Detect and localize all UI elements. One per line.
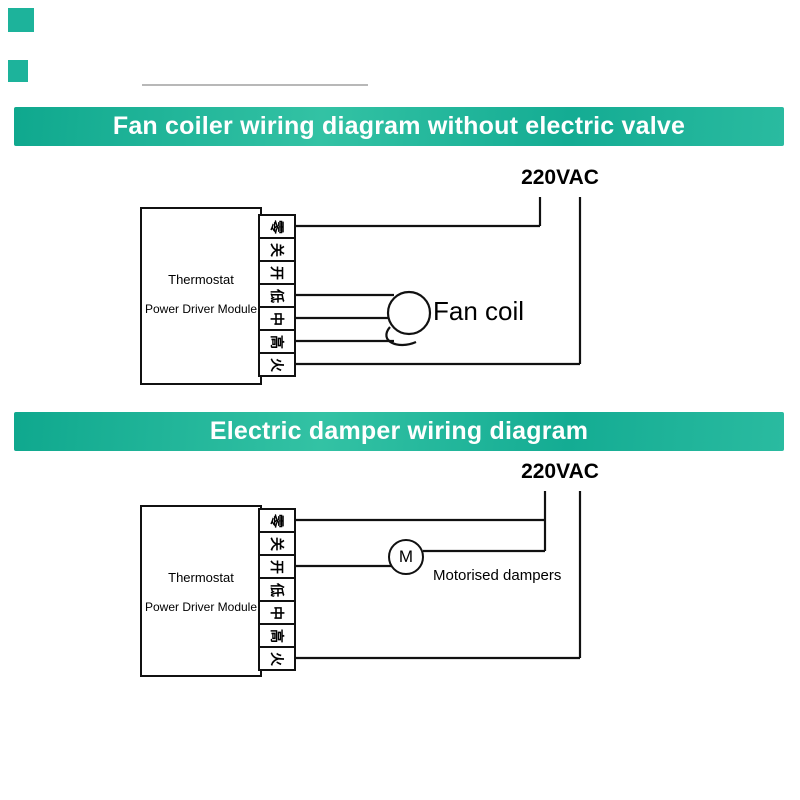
terminal-label: 火 [269,357,285,372]
thermostat-module-1 [140,207,262,385]
terminal-strip-2: 零 关 开 低 中 高 火 [258,508,296,671]
terminal-label: 关 [269,242,285,257]
terminal-label: 开 [269,559,285,574]
thermostat-module-2 [140,505,262,677]
terminal-strip-1: 零 关 开 低 中 高 火 [258,214,296,377]
terminal-cell: 火 [258,352,296,377]
module2-line2: Power Driver Module [144,600,258,614]
terminal-label: 高 [269,334,285,349]
fan-coil-body [386,290,432,336]
terminal-label: 中 [269,311,285,326]
terminal-cell: 低 [258,283,296,308]
fan-coil-scroll [385,326,417,347]
terminal-cell: 中 [258,306,296,331]
motor-icon: M [388,539,424,575]
voltage-label-1: 220VAC [521,166,599,189]
terminal-cell: 高 [258,623,296,648]
terminal-label: 关 [269,536,285,551]
terminal-label: 开 [269,265,285,280]
section2-banner: Electric damper wiring diagram [14,412,784,451]
terminal-label: 中 [269,605,285,620]
terminal-cell: 低 [258,577,296,602]
terminal-cell: 零 [258,214,296,239]
section1-banner: Fan coiler wiring diagram without electr… [14,107,784,146]
terminal-label: 低 [269,582,285,597]
diagram1-wires [296,197,582,366]
terminal-label: 低 [269,288,285,303]
module2-line1: Thermostat [168,570,234,585]
motor-symbol: M [398,547,414,566]
terminal-label: 火 [269,651,285,666]
terminal-label: 零 [269,513,285,528]
terminal-cell: 开 [258,554,296,579]
divider-rule [142,84,368,86]
terminal-cell: 高 [258,329,296,354]
module1-line2: Power Driver Module [144,302,258,316]
module1-line1: Thermostat [168,272,234,287]
terminal-label: 高 [269,628,285,643]
accent-square [8,60,28,82]
terminal-cell: 开 [258,260,296,285]
terminal-cell: 中 [258,600,296,625]
motorised-dampers-label: Motorised dampers [433,567,562,584]
fan-coil-label: Fan coil [433,296,525,326]
terminal-cell: 关 [258,531,296,556]
accent-square [8,8,34,32]
fan-coil-icon [385,290,432,347]
terminal-cell: 关 [258,237,296,262]
section1-title: Fan coiler wiring diagram without electr… [112,112,686,140]
voltage-label-2: 220VAC [521,460,599,483]
terminal-label: 零 [269,219,285,234]
section2-title: Electric damper wiring diagram [209,417,589,445]
terminal-cell: 火 [258,646,296,671]
terminal-cell: 零 [258,508,296,533]
